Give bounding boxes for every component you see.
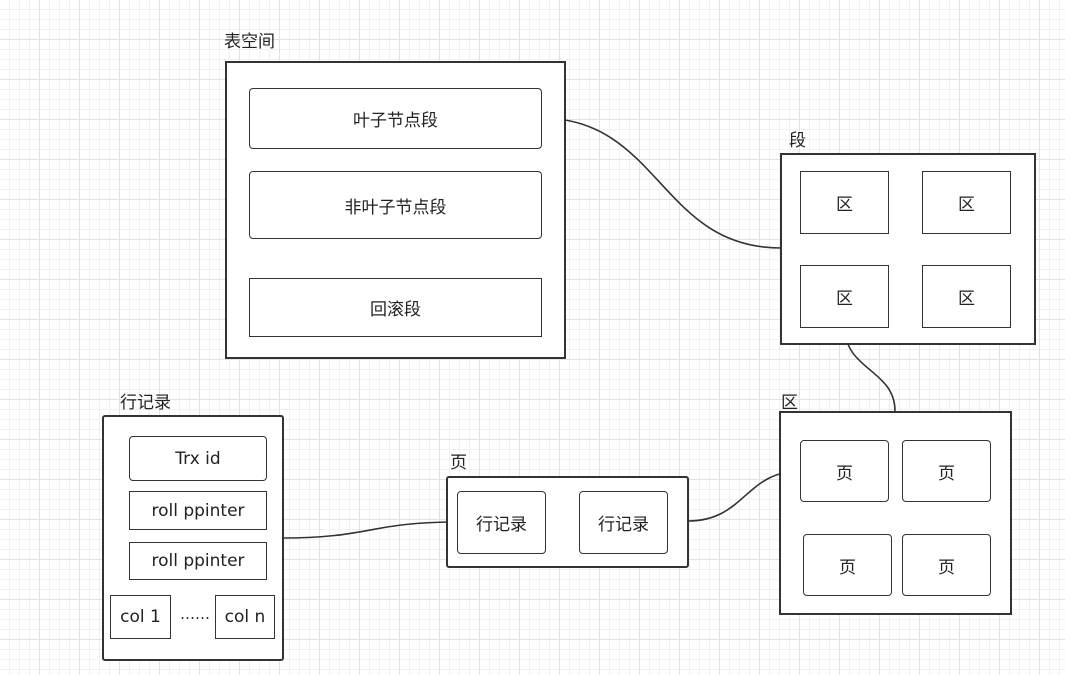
page-box: 页 <box>902 440 991 502</box>
page-label: 页 <box>450 453 467 473</box>
trx-id-field: Trx id <box>129 436 267 481</box>
page-row-record: 行记录 <box>457 491 546 554</box>
connector-leaf-segment-to-segment <box>540 117 782 249</box>
connector-row-record-to-page-record <box>282 521 459 539</box>
page-box: 页 <box>800 440 889 502</box>
leaf-node-segment: 叶子节点段 <box>249 88 542 149</box>
extent-box: 区 <box>800 265 889 328</box>
rollback-segment: 回滚段 <box>249 278 542 337</box>
roll-pointer-field: roll ppinter <box>129 491 267 530</box>
extent-label: 区 <box>781 393 798 413</box>
page-box: 页 <box>803 534 892 596</box>
col-1-field: col 1 <box>110 595 171 639</box>
extent-box: 区 <box>922 171 1011 234</box>
segment-label: 段 <box>789 131 806 151</box>
non-leaf-node-segment: 非叶子节点段 <box>249 171 542 239</box>
extent-box: 区 <box>800 171 889 234</box>
columns-ellipsis: …… <box>180 605 210 623</box>
page-row-record: 行记录 <box>579 491 668 554</box>
extent-box: 区 <box>922 265 1011 328</box>
row-record-label: 行记录 <box>120 393 171 413</box>
col-n-field: col n <box>215 595 275 639</box>
tablespace-label: 表空间 <box>224 32 275 52</box>
page-box: 页 <box>902 534 991 596</box>
roll-pointer-field: roll ppinter <box>129 542 267 580</box>
